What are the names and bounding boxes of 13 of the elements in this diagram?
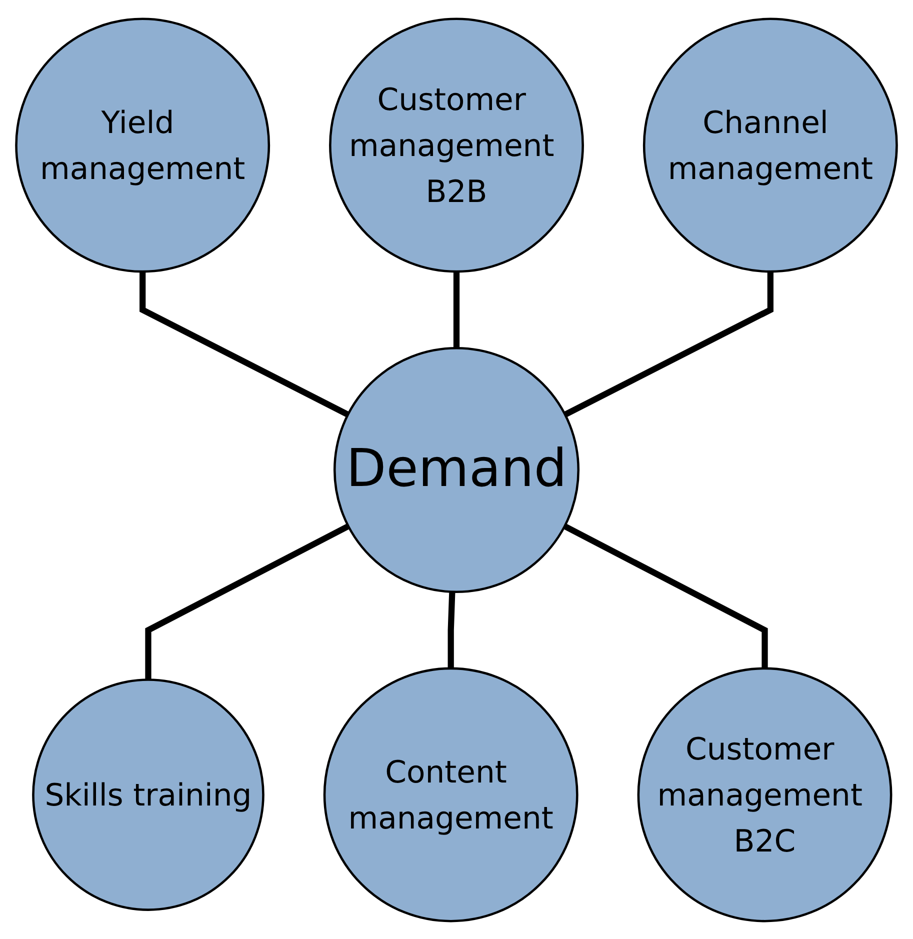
connector: [145, 522, 350, 680]
node-circle: Content management: [323, 666, 578, 922]
connector: [564, 271, 774, 417]
connector: [140, 271, 350, 417]
connector: [453, 271, 460, 348]
node-circle: Channel management: [642, 17, 898, 272]
node-circle: Skills training: [32, 678, 264, 910]
node-circle: Demand: [333, 346, 580, 593]
connector: [448, 591, 456, 668]
node-circle: Yield management: [15, 17, 270, 272]
node-circle: Customer management B2C: [637, 666, 892, 922]
connector: [563, 522, 768, 668]
node-circle: Customer management B2B: [329, 17, 584, 272]
